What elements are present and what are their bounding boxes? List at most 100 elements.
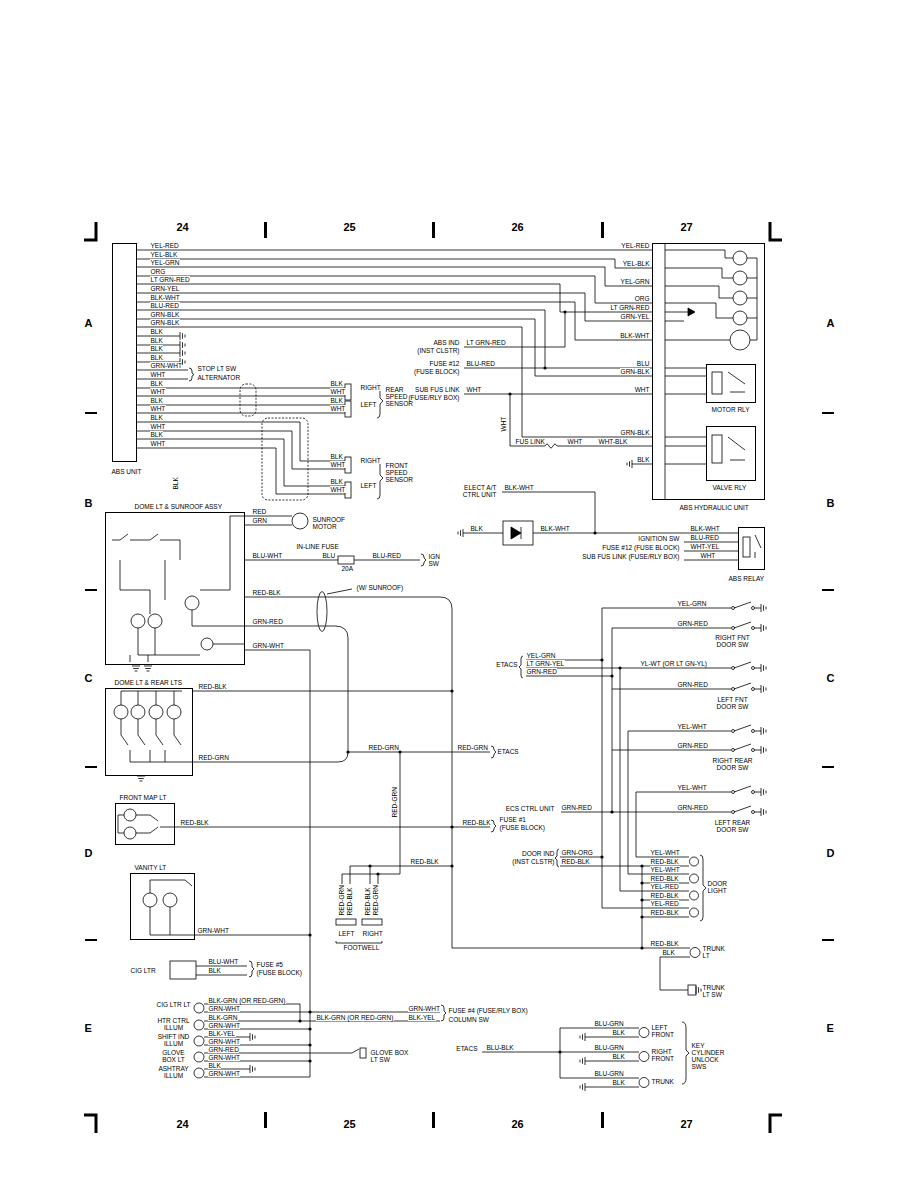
grid-mark xyxy=(601,1112,604,1128)
wire-label: BLK xyxy=(150,414,163,421)
ground-and-switch-symbol xyxy=(734,683,761,689)
wire-label: RED-BLK xyxy=(364,887,371,916)
component-box: DOME LT & SUNROOF ASSY xyxy=(105,512,245,665)
hydraulic-unit-internals xyxy=(733,311,747,325)
wire-label: SUNROOF MOTOR xyxy=(312,516,353,530)
wire-label: BLK xyxy=(150,397,163,404)
dome-sunroof-wiring xyxy=(292,513,308,529)
component-name: VALVE RLY xyxy=(712,484,747,491)
wire-label: BLK xyxy=(150,337,163,344)
grid-reference: 26 xyxy=(511,221,524,233)
wire-label: BLU-RED xyxy=(150,302,180,309)
dome-sunroof-wiring xyxy=(148,614,162,628)
wire-label: BLK-WHT xyxy=(504,484,534,491)
wire-label: BLK-GRN (OR RED-GRN) xyxy=(208,997,286,1004)
wire-label: WHT xyxy=(330,405,346,412)
ground-and-switch-symbol xyxy=(458,529,463,537)
ground-and-switch-symbol xyxy=(734,662,761,668)
key-cylinder-wiring xyxy=(482,1028,639,1087)
wire-label: WHT-BLK xyxy=(598,438,628,445)
component-name: DOME LT & SUNROOF ASSY xyxy=(134,503,223,510)
wire-label: YEL-RED xyxy=(650,883,679,890)
wire-connector xyxy=(137,250,652,251)
wire-label: RED-BLK xyxy=(346,887,353,916)
grid-mark xyxy=(264,1112,267,1128)
wire-label: WHT xyxy=(466,386,482,393)
abs-wiring xyxy=(545,444,560,448)
ground-and-switch-symbol xyxy=(180,341,185,349)
ground-and-switch-symbol xyxy=(250,1065,255,1073)
wire-label: RED-BLK xyxy=(561,858,590,865)
wire-label: RED-GRN xyxy=(457,744,488,751)
wire-label: WHT xyxy=(330,388,346,395)
component-name: ABS RELAY xyxy=(728,575,765,582)
wire-label: YEL-GRN xyxy=(526,652,556,659)
wire-label: GRN-RED xyxy=(561,804,592,811)
abs-wiring xyxy=(240,384,308,500)
wire-label: BLU-RED xyxy=(466,360,496,367)
wire-label: BLK xyxy=(612,1079,625,1086)
wire-label: GRN-RED xyxy=(677,804,708,811)
wire-label: YEL-GRN xyxy=(150,259,180,266)
hydraulic-unit-internals xyxy=(688,308,695,316)
grid-mark xyxy=(85,412,97,414)
abs-relay-wiring xyxy=(503,521,533,545)
wire-label: BLK-YEL xyxy=(408,1014,436,1021)
wire-label: 20A xyxy=(341,565,354,572)
ground-and-switch-symbol xyxy=(752,667,755,670)
grid-reference: C xyxy=(826,672,835,684)
wire-label: ORG xyxy=(150,268,166,275)
wire-label: BLK xyxy=(150,380,163,387)
ground-and-switch-symbol xyxy=(761,788,766,796)
lamp-wiring xyxy=(150,880,195,935)
wire-label: BLK-GRN (OR RED-GRN) xyxy=(316,1014,394,1021)
wire-label: LT GRN-RED xyxy=(610,304,650,311)
wire-label: GRN-YEL xyxy=(620,313,650,320)
grid-reference: D xyxy=(84,847,93,859)
hydraulic-unit-internals xyxy=(733,291,747,305)
wire-label: RIGHT xyxy=(360,384,381,391)
junction-dot xyxy=(450,864,453,867)
ground-and-switch-symbol xyxy=(144,666,152,671)
hydraulic-unit-internals xyxy=(712,435,722,463)
wire-label: GRN-YEL xyxy=(150,285,180,292)
wire-label: RED-BLK xyxy=(198,683,227,690)
ground-and-switch-symbol xyxy=(761,727,766,735)
component-box: ABS HYDRAULIC UNITMOTOR RLYVALVE RLY xyxy=(652,243,765,500)
wire-label: BLU-BLK xyxy=(486,1044,514,1051)
wire-label: BLU-WHT xyxy=(252,552,283,559)
abs-wiring xyxy=(189,368,194,381)
dome-sunroof-wiring xyxy=(421,554,426,566)
junction-dot xyxy=(308,1043,311,1046)
dome-sunroof-wiring xyxy=(317,592,327,632)
wire-label: YEL-WHT xyxy=(677,784,707,791)
wire-label: RED-BLK xyxy=(650,858,679,865)
corner-mark xyxy=(84,222,782,1133)
abs-relay-wiring xyxy=(755,535,761,558)
door-switch-wiring xyxy=(526,608,731,990)
grid-mark xyxy=(822,939,834,941)
junction-dot xyxy=(610,810,613,813)
dome-sunroof-wiring xyxy=(201,638,213,650)
hydraulic-unit-internals xyxy=(733,251,747,265)
grid-reference: 24 xyxy=(176,221,189,233)
wire-label: GRN-RED xyxy=(526,668,557,675)
wire-label: RIGHT xyxy=(362,930,383,937)
wire-label: RED-BLK xyxy=(650,909,679,916)
corner-mark xyxy=(84,222,96,240)
illumination-wiring xyxy=(194,1036,204,1046)
component-box: ABS UNIT xyxy=(112,243,137,462)
wire-label: GLOVE BOX LT SW xyxy=(370,1049,411,1063)
lamp-wiring xyxy=(114,691,496,979)
lamp-wiring xyxy=(362,919,382,925)
wire-label: RED-GRN xyxy=(391,787,398,818)
wire-label: RED-GRN xyxy=(198,754,229,761)
wire-label: YEL-RED xyxy=(150,242,179,249)
wire-label: WHT-YEL xyxy=(690,543,720,550)
wire-label: GRN-WHT xyxy=(408,1005,440,1012)
wire-label: RED-BLK xyxy=(462,819,491,826)
wire-label: WHT xyxy=(567,438,583,445)
wire-label: WHT xyxy=(150,423,166,430)
wire-label: WHT xyxy=(150,388,166,395)
wire-label: GRN-WHT xyxy=(208,1070,240,1077)
